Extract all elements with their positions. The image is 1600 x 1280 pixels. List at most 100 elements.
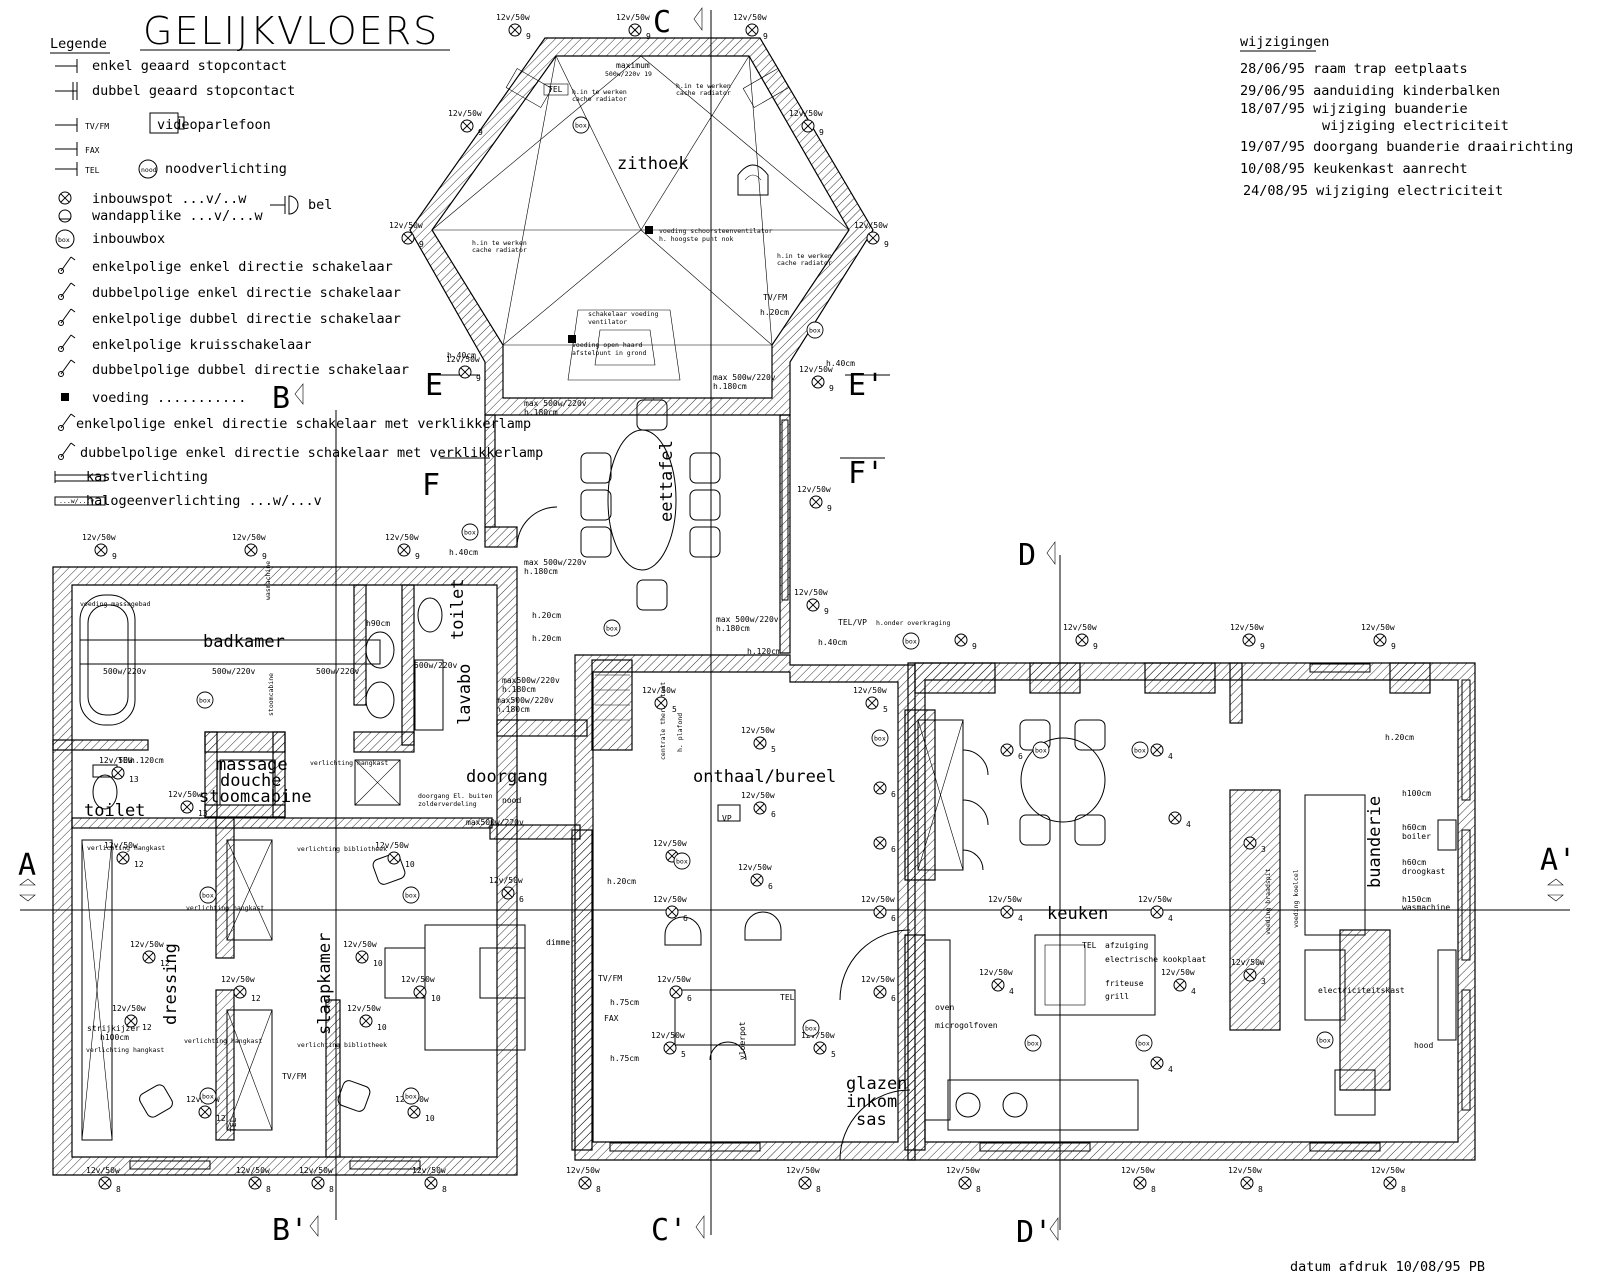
note-droogkast: droogkast	[1402, 867, 1446, 876]
note-tvfm-zithoek: TV/FM	[763, 293, 787, 302]
section-marker-F: F	[422, 468, 440, 503]
circuit-number: 8	[976, 1185, 981, 1194]
light-spec: 12v/50w	[86, 1166, 120, 1175]
svg-text:...w/...v: ...w/...v	[59, 497, 94, 505]
circuit-number: 10	[425, 1114, 435, 1123]
svg-text:box: box	[1134, 747, 1146, 755]
note-h20-zithoek: h.20cm	[760, 308, 789, 317]
circuit-number: 3	[1261, 977, 1266, 986]
note-h180-dining2: h.180cm	[716, 624, 750, 633]
recessed-spot-icon: inbouwspot ...v/..w	[58, 191, 247, 207]
annotations: TEL maximum 500w/220v 19 h.in te werken …	[80, 61, 1450, 1132]
svg-text:box: box	[1027, 1040, 1039, 1048]
light-spec: 12v/50w	[1231, 958, 1265, 967]
switch-icon: enkelpolige dubbel directie schakelaar	[58, 308, 401, 327]
note-h120-toilet: h.120cm	[130, 756, 164, 765]
note-verlichting-hangkast-dress2: verlichting hangkast	[186, 904, 264, 912]
note-max500-lav: max500w/220v	[502, 676, 560, 685]
box-icon: box	[199, 1087, 217, 1105]
note-centrale-thermostaat: centrale thermostaat	[659, 682, 667, 760]
note-voeding-koelcel: voeding koelcel	[1292, 869, 1300, 928]
light-spec: 12v/50w	[733, 13, 767, 22]
light-spec: 12v/50w	[854, 221, 888, 230]
recessed-spot-icon: 4	[1168, 811, 1191, 829]
light-spec: 12v/50w	[861, 975, 895, 984]
circuit-number: 9	[262, 552, 267, 561]
note-tel-bed: TEL	[229, 1117, 238, 1132]
light-spec: 12v/50w	[446, 355, 480, 364]
light-spec: 12v/50w	[642, 686, 676, 695]
circuit-number: 3	[1261, 845, 1266, 854]
section-marker-C: C	[653, 5, 671, 40]
room-label-slaapkamer: slaapkamer	[315, 933, 335, 1035]
note-tvfm-onthaal: TV/FM	[598, 974, 622, 983]
light-spec: 12v/50w	[236, 1166, 270, 1175]
light-spec: 12v/50w	[1228, 1166, 1262, 1175]
note-h40-e2: h.40cm	[826, 359, 855, 368]
svg-text:box: box	[606, 625, 618, 633]
light-spec: 12v/50w	[375, 841, 409, 850]
light-spec: 12v/50w	[232, 533, 266, 542]
light-spec: 12v/50w	[1121, 1166, 1155, 1175]
section-marker-B-prime: B'	[272, 1213, 308, 1248]
circuit-number: 9	[884, 240, 889, 249]
svg-text:box: box	[199, 697, 211, 705]
svg-text:box: box	[405, 1093, 417, 1101]
note-h75-onthaal2: h.75cm	[610, 1054, 639, 1063]
box-icon: box	[199, 886, 217, 904]
circuit-number: 10	[431, 994, 441, 1003]
note-500-bad3: 500w/220v	[316, 667, 360, 676]
revisions-block: wijzigingen 28/06/95 raam trap eetplaats…	[1240, 34, 1573, 199]
lights-layer: 12v/50w912v/50w912v/50w912v/50w912v/50w9…	[82, 13, 1406, 1194]
box-icon: box	[1024, 1034, 1042, 1052]
recessed-spot-icon: 6	[1000, 743, 1023, 761]
light-spec: 12v/50w	[412, 1166, 446, 1175]
recessed-spot-icon: 6	[873, 836, 896, 854]
room-label-badkamer: badkamer	[203, 632, 285, 652]
note-tel-keuken: TEL	[1082, 941, 1097, 950]
double-outlet-icon: dubbel geaard stopcontact	[55, 82, 295, 100]
room-label-toilet-left: toilet	[84, 801, 145, 821]
legend-label: dubbel geaard stopcontact	[92, 83, 295, 99]
recessed-spot-icon: 12v/50w 9	[232, 533, 267, 561]
note-verlichting-bib2: verlichting bibliotheek	[297, 1041, 387, 1049]
circuit-number: 5	[681, 1050, 686, 1059]
revision-5: 19/07/95 doorgang buanderie draairichtin…	[1240, 139, 1573, 155]
circuit-number: 12	[142, 1023, 152, 1032]
note-h-in-te-werken-3: h.in te werken	[472, 239, 527, 247]
circuit-number: 8	[1258, 1185, 1263, 1194]
note-h180-dining: h.180cm	[524, 567, 558, 576]
note-maximum: maximum	[616, 61, 650, 70]
light-spec: 12v/50w	[566, 1166, 600, 1175]
section-marker-D: D	[1018, 538, 1036, 573]
legend-label: inbouwbox	[92, 231, 165, 247]
circuit-number: 5	[771, 745, 776, 754]
legend-label: enkelpolige enkel directie schakelaar	[92, 259, 393, 275]
light-spec: 12v/50w	[738, 863, 772, 872]
note-verlichting-bib: verlichting bibliotheek	[297, 845, 387, 853]
legend-label: dubbelpolige enkel directie schakelaar	[92, 285, 401, 301]
svg-text:box: box	[1319, 1037, 1331, 1045]
svg-text:box: box	[58, 236, 70, 244]
circuit-number: 5	[672, 705, 677, 714]
note-vp: VP	[722, 814, 732, 823]
svg-text:box: box	[202, 1093, 214, 1101]
svg-text:TEL: TEL	[85, 166, 100, 175]
room-label-massage: massage	[216, 755, 288, 775]
drawing-title: GELIJKVLOERS	[143, 9, 439, 53]
circuit-number: 9	[478, 128, 483, 137]
light-spec: 12v/50w	[616, 13, 650, 22]
